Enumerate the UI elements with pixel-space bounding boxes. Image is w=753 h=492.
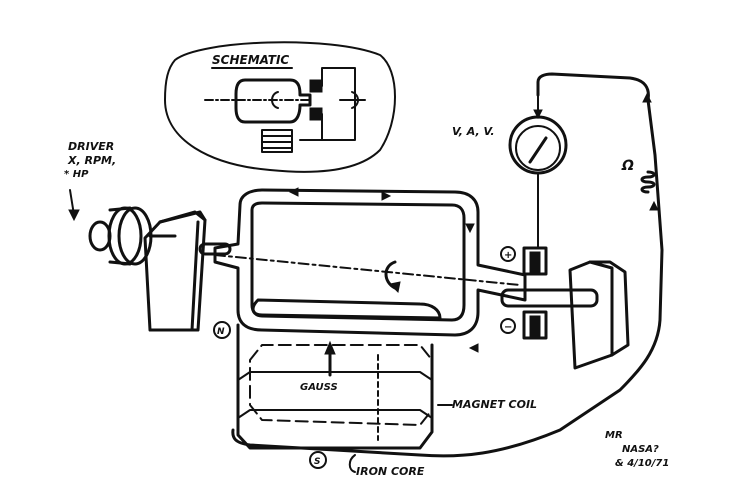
rotor-outer-loop bbox=[213, 188, 527, 337]
right-bearing-body bbox=[568, 260, 614, 370]
outer-wire bbox=[231, 72, 664, 458]
plus-terminal-icon bbox=[500, 246, 516, 262]
outer-arrow-mid-icon bbox=[649, 200, 659, 211]
schematic-rotation-arrow bbox=[271, 91, 279, 109]
brush-bottom bbox=[522, 310, 548, 340]
outer-arrow-top-icon bbox=[642, 92, 652, 103]
schematic-capacitor-icon bbox=[351, 91, 359, 109]
pulley-wheel-edges bbox=[108, 206, 132, 266]
right-bearing-block bbox=[568, 260, 630, 370]
left-bearing-block bbox=[143, 210, 232, 332]
plus-label: + bbox=[504, 250, 512, 261]
resistor-coil-icon bbox=[640, 170, 656, 194]
driver-annotation: DRIVER X, RPM, * HP bbox=[64, 140, 116, 222]
brush-bottom-core bbox=[529, 315, 541, 337]
brush-top-core bbox=[529, 251, 541, 273]
driver-arrow-head-icon bbox=[68, 209, 80, 222]
south-pole-label: S bbox=[314, 457, 320, 467]
left-bearing-top bbox=[158, 210, 207, 224]
schematic-terminal-bottom bbox=[309, 107, 323, 121]
gauss-arrow-head-icon bbox=[324, 340, 336, 355]
pole-plate-top bbox=[251, 298, 442, 320]
voltmeter-arrow-icon bbox=[533, 109, 543, 120]
gauss-label: GAUSS bbox=[300, 382, 338, 393]
north-pole-label: N bbox=[217, 327, 225, 337]
driver-label-line1: DRIVER bbox=[68, 140, 114, 153]
magnet-assembly: GAUSS MAGNET COIL IRON CORE N S bbox=[213, 298, 537, 478]
current-arrow-bottom-icon bbox=[468, 343, 479, 353]
brushes: + − bbox=[500, 246, 548, 340]
drive-pulley bbox=[88, 206, 177, 266]
current-arrow-right-icon bbox=[465, 223, 475, 234]
schematic-cloud-outline bbox=[164, 41, 396, 173]
minus-label: − bbox=[504, 322, 512, 333]
magnet-coil-label: MAGNET COIL bbox=[452, 398, 537, 411]
rotor-axis bbox=[214, 254, 521, 286]
omega-label: Ω bbox=[621, 158, 634, 174]
magnet-coil-windings bbox=[237, 371, 433, 419]
signature-line3: & 4/10/71 bbox=[615, 458, 669, 469]
pulley-hub bbox=[88, 220, 112, 252]
iron-core-leader bbox=[348, 454, 356, 473]
north-pole-marker bbox=[213, 321, 231, 339]
right-shaft bbox=[500, 288, 599, 308]
voltmeter-label: V, A, V. bbox=[452, 125, 495, 138]
voltmeter-needle-icon bbox=[528, 136, 548, 164]
driver-label-line3: * HP bbox=[64, 169, 89, 180]
brush-top bbox=[522, 246, 548, 276]
schematic-disk-loop bbox=[234, 78, 312, 124]
schematic-wire-loop bbox=[299, 67, 356, 141]
south-pole-marker bbox=[309, 451, 327, 469]
signature-line2: NASA? bbox=[622, 444, 659, 455]
left-bearing-edge bbox=[190, 220, 200, 332]
signature-line1: MR bbox=[605, 430, 623, 441]
current-arrow-top-icon bbox=[288, 187, 299, 197]
rotation-arrow-head-icon bbox=[388, 281, 401, 294]
iron-core-label: IRON CORE bbox=[356, 465, 425, 478]
schematic-title: SCHEMATIC bbox=[212, 53, 289, 67]
outer-circuit: Ω bbox=[231, 72, 664, 458]
schematic-terminal-top bbox=[309, 79, 323, 93]
minus-terminal-icon bbox=[500, 318, 516, 334]
driver-label-line2: X, RPM, bbox=[67, 154, 116, 167]
signature: MR NASA? & 4/10/71 bbox=[605, 430, 669, 469]
current-arrow-top2-icon bbox=[381, 191, 392, 201]
right-bearing-side bbox=[588, 260, 630, 357]
magnet-coil-dashed bbox=[249, 344, 433, 426]
voltmeter-dial bbox=[515, 125, 561, 171]
voltmeter: V, A, V. bbox=[452, 94, 568, 249]
schematic-inset: SCHEMATIC bbox=[164, 41, 396, 173]
